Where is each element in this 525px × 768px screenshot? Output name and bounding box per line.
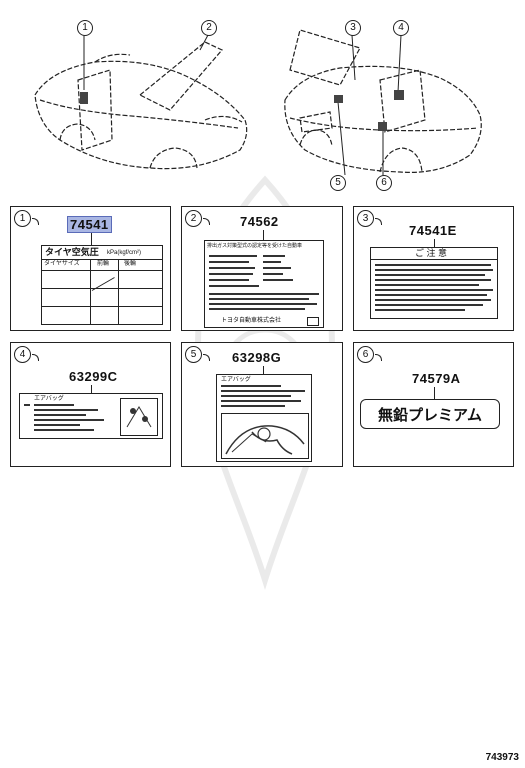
part-number-63298G[interactable]: 63298G (232, 350, 282, 365)
emission-label: 排出ガス対策型式の認定等を受けた自動車 トヨタ自動車株式会社 (204, 240, 324, 328)
column-rear: 後輪 (124, 261, 137, 267)
part-number-63299C[interactable]: 63299C (69, 369, 118, 384)
panel-2: 2 74562 排出ガス対策型式の認定等を受けた自動車 トヨタ自動車株式会社 (181, 206, 343, 331)
unleaded-premium-text: 無鉛プレミアム (378, 407, 482, 424)
panel-5: 5 63298G エアバッグ (181, 342, 343, 467)
column-front: 前輪 (97, 261, 110, 267)
panel-1-number: 1 (14, 210, 39, 227)
caution-label-header: ご 注 意 (415, 248, 448, 258)
airbag-diagram-icon (126, 406, 152, 428)
emission-label-footer: トヨタ自動車株式会社 (221, 318, 282, 324)
panel-4: 4 63299C エアバッグ (10, 342, 171, 467)
part-number-74562[interactable]: 74562 (240, 214, 279, 229)
callout-2[interactable]: 2 (201, 20, 217, 36)
diagram-code: 743973 (485, 752, 519, 763)
label-title-unit: kPa(kgf/cm²) (107, 250, 142, 256)
callout-3[interactable]: 3 (345, 20, 361, 36)
callout-4[interactable]: 4 (393, 20, 409, 36)
panel-6: 6 74579A 無鉛プレミアム (353, 342, 514, 467)
panel-6-number: 6 (357, 346, 382, 363)
callout-5[interactable]: 5 (330, 175, 346, 191)
panel-1: 1 74541 タイヤ空気圧 kPa(kgf/cm²) タイヤサイズ 前輪 後輪 (10, 206, 171, 331)
airbag-label-63298G-header: エアバッグ (221, 377, 251, 383)
part-number-74579A[interactable]: 74579A (412, 371, 461, 386)
panel-2-number: 2 (185, 210, 210, 227)
caution-label: ご 注 意 (370, 247, 498, 319)
tire-pressure-label: タイヤ空気圧 kPa(kgf/cm²) タイヤサイズ 前輪 後輪 (41, 245, 163, 325)
airbag-label-63299C: エアバッグ (19, 393, 163, 439)
panel-3-number: 3 (357, 210, 382, 227)
panel-4-number: 4 (14, 346, 39, 363)
airbag-label-63298G: エアバッグ (216, 374, 312, 462)
callout-1[interactable]: 1 (77, 20, 93, 36)
unleaded-premium-label: 無鉛プレミアム (360, 399, 500, 429)
emission-label-header: 排出ガス対策型式の認定等を受けた自動車 (207, 243, 303, 249)
part-number-74541[interactable]: 74541 (67, 216, 112, 233)
panel-3: 3 74541E ご 注 意 (353, 206, 514, 331)
label-title: タイヤ空気圧 (45, 247, 99, 257)
column-tire-size: タイヤサイズ (44, 261, 80, 267)
airbag-seat-diagram-icon (225, 425, 305, 455)
airbag-label-63299C-header: エアバッグ (34, 396, 64, 402)
vehicle-illustrations (34, 29, 482, 176)
panel-5-number: 5 (185, 346, 210, 363)
callout-6[interactable]: 6 (376, 175, 392, 191)
part-number-74541E[interactable]: 74541E (409, 223, 457, 238)
